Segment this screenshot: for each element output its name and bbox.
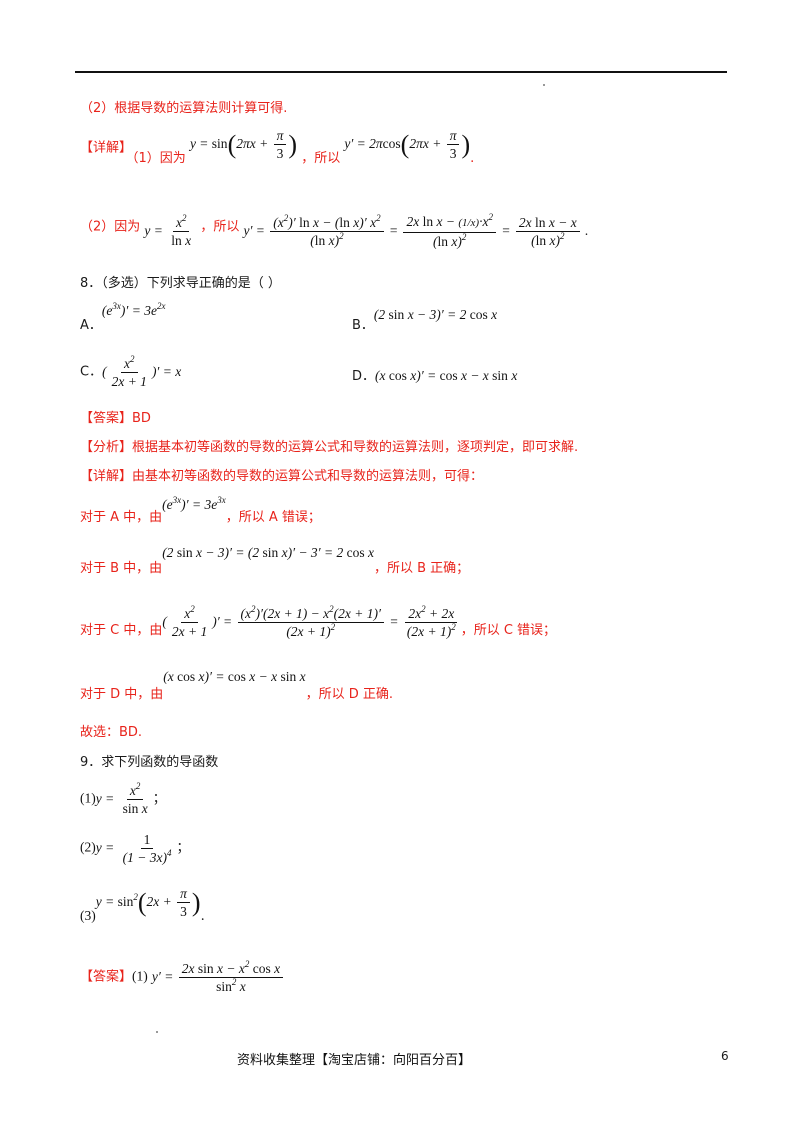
analysis-tag: 【分析】 bbox=[80, 440, 133, 455]
question-9-2-label: (2) bbox=[80, 839, 96, 855]
hint-line-2: （2）根据导数的运算法则计算可得. bbox=[80, 101, 288, 116]
option-b: B．(2 sin x − 3)′ = 2 cos x bbox=[352, 307, 498, 333]
reason-b-pre: 对于 B 中，由 bbox=[80, 561, 163, 576]
reason-d: 对于 D 中，由 (x cos x)′ = cos x − x sin x ，所以 … bbox=[80, 669, 393, 702]
option-b-label: B． bbox=[352, 318, 374, 333]
reason-c-pre: 对于 C 中，由 bbox=[80, 622, 163, 638]
header-rule bbox=[75, 71, 727, 73]
answer-value: BD bbox=[132, 411, 151, 426]
detail-8-text: 由基本初等函数的导数的运算公式和导数的运算法则，可得： bbox=[132, 469, 484, 484]
option-a-label: A． bbox=[80, 318, 102, 333]
option-c-label: C． bbox=[80, 364, 103, 380]
question-9-3-label: (3) bbox=[80, 907, 96, 923]
scan-dot bbox=[543, 84, 545, 86]
page-number: 6 bbox=[721, 1049, 729, 1063]
reason-b-post: ，所以 B 正确； bbox=[374, 561, 470, 576]
detail-8: 【详解】由基本初等函数的导数的运算公式和导数的运算法则，可得： bbox=[80, 469, 483, 485]
scan-dot-2 bbox=[156, 1031, 158, 1033]
formula-quotient-derivative: y′ = (x2)′ ln x − (ln x)′ x2(ln x)2 = 2x… bbox=[243, 212, 589, 250]
answer-9-tag: 【答案】 bbox=[80, 969, 133, 985]
option-a-formula: (e3x)′ = 3e2x bbox=[101, 301, 166, 319]
reason-d-post: ，所以 D 正确. bbox=[305, 687, 393, 702]
reason-b: 对于 B 中，由(2 sin x − 3)′ = (2 sin x)′ − 3′… bbox=[80, 545, 469, 576]
reason-d-formula: (x cos x)′ = cos x − x sin x bbox=[163, 669, 306, 684]
detail-text-1b: ，所以 bbox=[301, 150, 341, 166]
detail-tag: 【详解】 bbox=[80, 140, 133, 156]
reason-b-formula: (2 sin x − 3)′ = (2 sin x)′ − 3′ = 2 cos… bbox=[162, 545, 374, 560]
footer-text: 资料收集整理【淘宝店铺：向阳百分百】 bbox=[237, 1053, 472, 1068]
reason-d-pre: 对于 D 中，由 bbox=[80, 687, 164, 702]
option-a: A．(e3x)′ = 3e2x bbox=[80, 302, 165, 334]
reason-a: 对于 A 中，由(e3x)′ = 3e3x，所以 A 错误； bbox=[80, 495, 321, 526]
reason-a-pre: 对于 A 中，由 bbox=[80, 510, 163, 525]
detail-text-2b: ，所以 bbox=[200, 219, 240, 235]
question-8: 8．（多选）下列求导正确的是（ ） bbox=[80, 276, 281, 291]
option-d-label: D． bbox=[352, 369, 376, 384]
reason-c-post: ，所以 C 错误； bbox=[460, 622, 557, 638]
option-b-formula: (2 sin x − 3)′ = 2 cos x bbox=[373, 307, 498, 322]
analysis-text: 根据基本初等函数的导数的运算公式和导数的运算法则，逐项判定，即可求解. bbox=[132, 440, 579, 455]
question-9-1-label: (1) bbox=[80, 790, 96, 806]
question-9-2-formula: y = 1(1 − 3x)4 bbox=[95, 832, 172, 865]
analysis-8: 【分析】根据基本初等函数的导数的运算公式和导数的运算法则，逐项判定，即可求解. bbox=[80, 440, 578, 456]
answer-tag: 【答案】 bbox=[80, 411, 133, 426]
question-9-2: (2)y = 1(1 − 3x)4； bbox=[80, 832, 190, 865]
question-9: 9．求下列函数的导函数 bbox=[80, 755, 219, 770]
option-d-formula: (x cos x)′ = cos x − x sin x bbox=[375, 368, 518, 383]
option-d: D．(x cos x)′ = cos x − x sin x bbox=[352, 368, 517, 385]
detail-8-tag: 【详解】 bbox=[80, 469, 133, 484]
detail-text-2a: （2）因为 bbox=[80, 219, 141, 235]
answer-9-1-label: (1) bbox=[132, 968, 148, 984]
reason-a-formula: (e3x)′ = 3e3x bbox=[162, 495, 226, 513]
reason-a-post: ，所以 A 错误； bbox=[225, 510, 321, 525]
choose-answer: 故选：BD. bbox=[80, 725, 143, 740]
detail-text-1a: （1）因为 bbox=[132, 150, 186, 166]
answer-8: 【答案】BD bbox=[80, 411, 151, 427]
